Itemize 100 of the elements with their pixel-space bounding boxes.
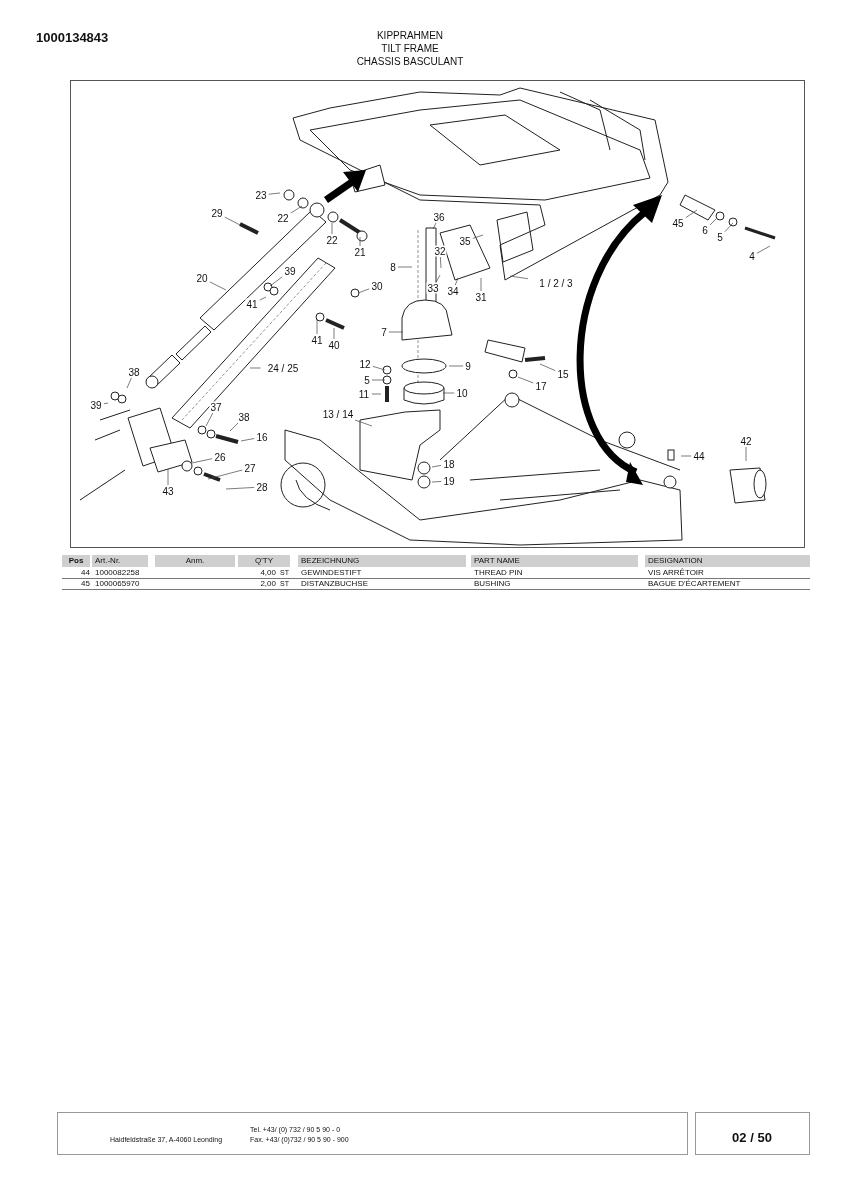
leader-line (359, 236, 361, 247)
callout-number: 37 (209, 401, 223, 413)
callout-number: 31 (474, 291, 488, 303)
leader-line (207, 469, 243, 480)
page-number: 02 / 50 (732, 1130, 772, 1145)
callout-number: 30 (370, 280, 384, 292)
page-title: CHASSIS BASCULANT (356, 56, 464, 67)
page-title: KIPPRAHMEN (376, 30, 444, 41)
callout-number: 12 (358, 358, 372, 370)
table-cell: DISTANZBUCHSE (301, 579, 368, 589)
leader-line (331, 222, 333, 235)
document-number: 1000134843 (36, 30, 109, 45)
leader-line (509, 275, 529, 280)
callout-number: 7 (380, 326, 388, 338)
table-cell: VIS ARRÊTOIR (648, 568, 704, 578)
callout-number: 17 (534, 380, 548, 392)
leader-line (680, 455, 692, 457)
callout-number: 41 (245, 298, 259, 310)
table-cell-text: 44 (80, 568, 90, 578)
leader-line (431, 481, 442, 483)
callout-number: 9 (464, 360, 472, 372)
leader-line (435, 274, 441, 283)
leader-line (397, 266, 413, 268)
table-header: Pos (62, 555, 90, 567)
leader-line (167, 468, 169, 486)
callout-number: 41 (310, 334, 324, 346)
callout-number: 10 (455, 387, 469, 399)
leader-line (448, 365, 464, 367)
leader-line (372, 366, 386, 371)
callout-number: 8 (389, 261, 397, 273)
callout-number: 38 (127, 366, 141, 378)
leader-line (709, 218, 717, 226)
callout-number: 39 (89, 399, 103, 411)
callout-number: 39 (283, 265, 297, 277)
callout-number: 5 (716, 231, 724, 243)
callout-number: 23 (254, 189, 268, 201)
leader-line (333, 327, 335, 340)
callout-number: 6 (701, 224, 709, 236)
callout-number: 44 (692, 450, 706, 462)
leader-line (225, 487, 255, 490)
callout-number: 21 (353, 246, 367, 258)
callout-number: 32 (433, 245, 447, 257)
leader-line (442, 392, 455, 394)
callout-number: 43 (161, 485, 175, 497)
leader-line (103, 402, 109, 405)
leader-line (259, 296, 267, 301)
table-cell-text: 2,00 (259, 579, 276, 589)
leader-line (371, 393, 382, 395)
callout-number: 36 (432, 211, 446, 223)
callout-number: 15 (556, 368, 570, 380)
callout-number: 33 (426, 282, 440, 294)
leader-line (517, 376, 534, 384)
leader-line (249, 367, 262, 369)
table-header: Q'TY (238, 555, 290, 567)
leader-line (745, 446, 747, 462)
leader-line (472, 234, 484, 239)
table-header: PART NAME (471, 555, 638, 567)
table-cell: 1000082258 (95, 568, 140, 578)
leader-line (205, 412, 214, 427)
callout-number: 5 (363, 374, 371, 386)
leader-line (316, 318, 318, 335)
table-cell: THREAD PIN (474, 568, 523, 578)
leader-line (440, 256, 442, 269)
leader-line (454, 277, 459, 286)
callout-number: 24 / 25 (266, 362, 300, 374)
leader-line (290, 205, 303, 214)
leader-line (388, 331, 404, 333)
table-header: BEZEICHNUNG (298, 555, 466, 567)
callout-number: 18 (442, 458, 456, 470)
callout-number: 13 / 14 (321, 408, 355, 420)
callout-number: 26 (213, 451, 227, 463)
leader-line (432, 222, 437, 230)
table-header: Anm. (155, 555, 235, 567)
callout-number: 42 (739, 435, 753, 447)
callout-number: 4 (748, 250, 756, 262)
callout-number: 35 (458, 235, 472, 247)
leader-line (240, 438, 255, 442)
leader-line (685, 209, 698, 218)
table-cell: 1000065970 (95, 579, 140, 589)
leader-line (357, 288, 370, 294)
table-cell: GEWINDESTIFT (301, 568, 362, 578)
leader-line (480, 277, 482, 292)
callout-number: 22 (276, 212, 290, 224)
callout-number: 34 (446, 285, 460, 297)
leader-line (431, 465, 442, 468)
callout-number: 22 (325, 234, 339, 246)
leader-line (756, 245, 771, 254)
leader-line (126, 377, 132, 389)
table-header: Art.-Nr. (92, 555, 148, 567)
leader-line (724, 222, 734, 233)
callout-number: 1 / 2 / 3 (538, 277, 574, 289)
leader-line (371, 379, 386, 381)
leader-line (269, 276, 283, 287)
callout-number: 19 (442, 475, 456, 487)
leader-line (191, 458, 213, 464)
page-title: TILT FRAME (381, 43, 439, 54)
table-cell: BUSHING (474, 579, 511, 589)
leader-line (224, 216, 241, 226)
callout-number: 11 (357, 388, 371, 400)
callout-number: 29 (210, 207, 224, 219)
